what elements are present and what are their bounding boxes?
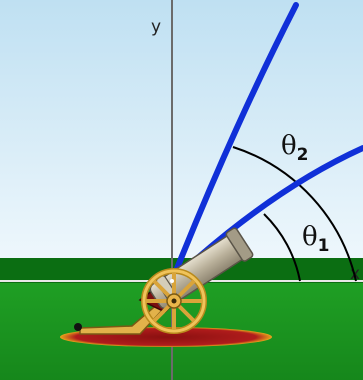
sky-background bbox=[0, 0, 363, 260]
theta1-label: θ1 bbox=[302, 222, 330, 256]
angle-arc-theta1 bbox=[263, 213, 301, 282]
trajectory-high-angle bbox=[169, 2, 299, 284]
cannon-icon bbox=[74, 227, 254, 335]
y-axis-label: y bbox=[151, 17, 161, 37]
theta2-label: θ2 bbox=[281, 131, 309, 165]
angle-arc-theta2 bbox=[232, 146, 357, 282]
origin-point bbox=[170, 279, 174, 283]
